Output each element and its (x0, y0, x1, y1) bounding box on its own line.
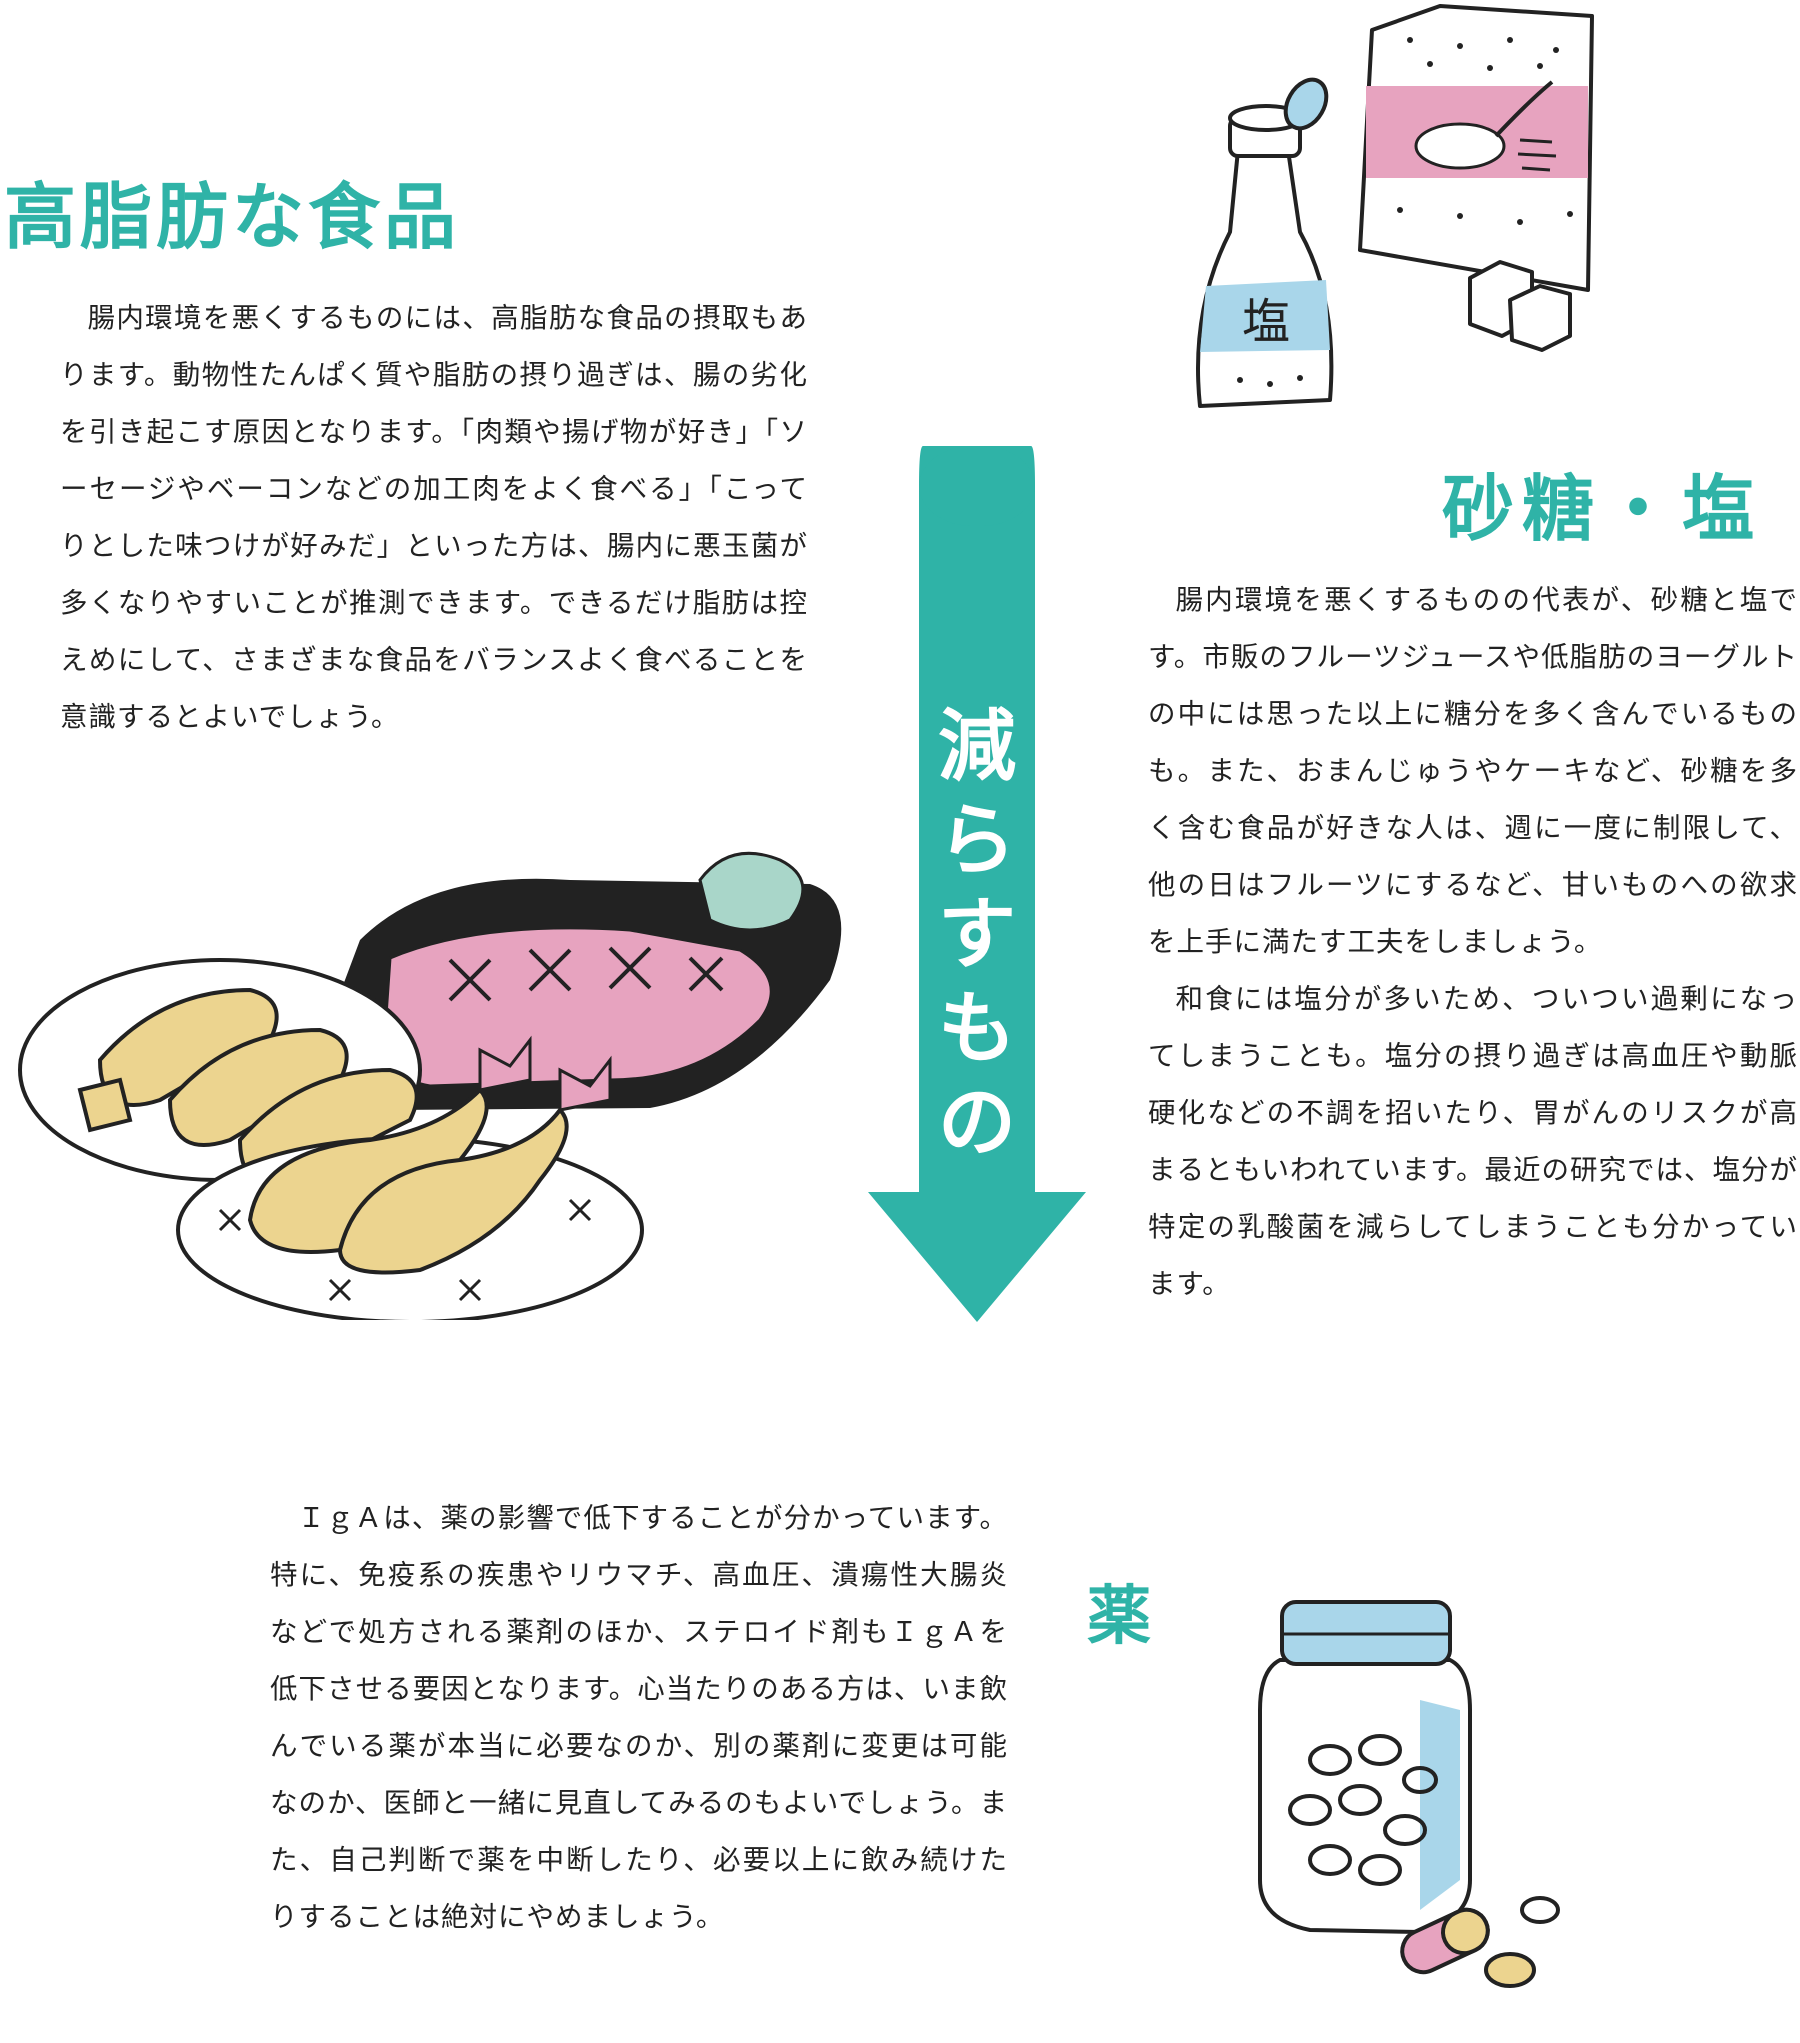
heading-medicine: 薬 (1087, 1580, 1155, 1654)
arrow-label: 減らすもの (937, 702, 1016, 1168)
sugar-salt-body: 腸内環境を悪くするものの代表が、砂糖と塩です。市販のフルーツジュースや低脂肪のヨ… (1148, 572, 1798, 1313)
sugar-salt-paragraph-1: 腸内環境を悪くするものの代表が、砂糖と塩です。市販のフルーツジュースや低脂肪のヨ… (1148, 584, 1798, 958)
sugar-cube-icon (1468, 260, 1572, 352)
sugar-salt-paragraph-2: 和食には塩分が多いため、ついつい過剰になってしまうことも。塩分の摂り過ぎは高血圧… (1148, 983, 1798, 1300)
heading-sugar-salt: 砂糖・塩 (1441, 467, 1762, 551)
high-fat-foods-illustration (18, 851, 842, 1320)
medicine-bottle-illustration (1258, 1600, 1560, 1988)
sausage-plate-icon (18, 958, 422, 1187)
high-fat-foods-paragraph: 腸内環境を悪くするものには、高脂肪な食品の摂取もあります。動物性たんぱく質や脂肪… (60, 302, 808, 733)
fried-shrimp-plate-icon (176, 1035, 644, 1320)
salt-sugar-illustration: 塩 (1196, 4, 1594, 408)
high-fat-foods-body: 腸内環境を悪くするものには、高脂肪な食品の摂取もあります。動物性たんぱく質や脂肪… (60, 290, 808, 746)
heading-high-fat-foods: 高脂肪な食品 (4, 175, 461, 259)
sugar-bag-icon (1358, 4, 1594, 292)
capsule-pill-icon (1400, 1896, 1560, 1988)
salt-label: 塩 (1242, 294, 1290, 350)
pill-bottle-icon (1258, 1600, 1472, 1935)
salt-shaker-icon: 塩 (1196, 77, 1334, 408)
steak-tray-icon (326, 851, 842, 1110)
down-arrow-icon (868, 446, 1086, 1322)
medicine-paragraph: ＩｇＡは、薬の影響で低下することが分かっています。特に、免疫系の疾患やリウマチ、… (270, 1502, 1008, 1933)
medicine-body: ＩｇＡは、薬の影響で低下することが分かっています。特に、免疫系の疾患やリウマチ、… (270, 1490, 1008, 1946)
